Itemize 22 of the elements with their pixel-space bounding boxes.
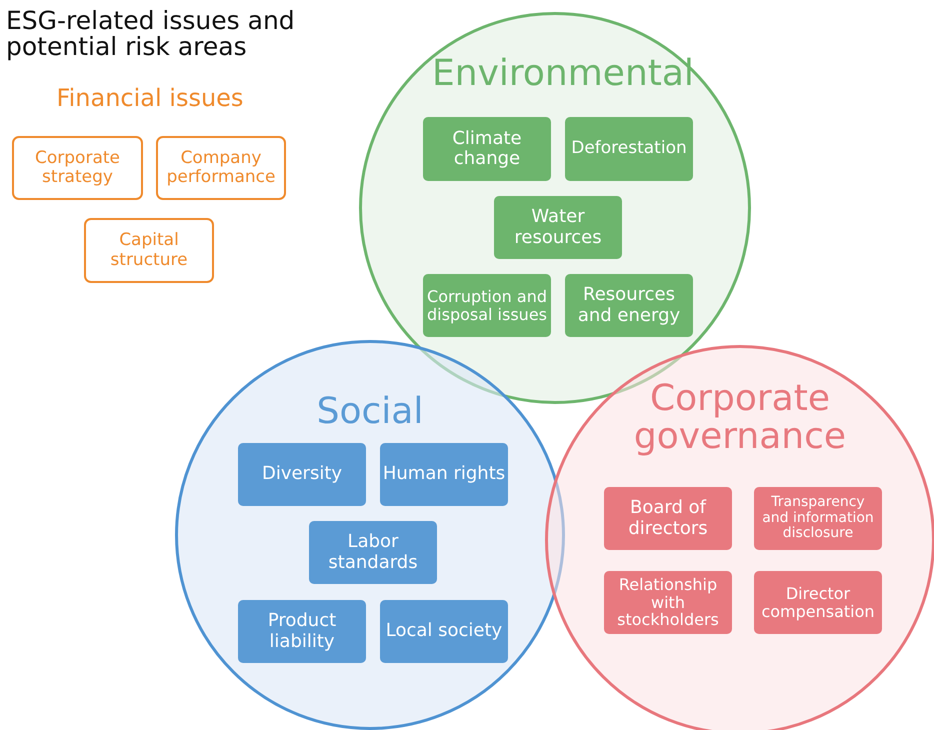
- issue-box: Deforestation: [565, 117, 693, 181]
- issue-box: Board of directors: [604, 487, 732, 550]
- issue-box: Water resources: [494, 196, 622, 259]
- issue-box: Transparency and information disclosure: [754, 487, 882, 550]
- issue-box: Capital structure: [84, 218, 214, 283]
- group-heading: Financial issues: [56, 84, 244, 112]
- issue-box: Relationship with stockholders: [604, 571, 732, 634]
- issue-box: Corruption and disposal issues: [423, 274, 551, 337]
- issue-box: Human rights: [380, 443, 508, 506]
- diagram-title: ESG-related issues and potential risk areas: [6, 8, 296, 60]
- issue-box: Company performance: [156, 136, 286, 200]
- issue-box: Product liability: [238, 600, 366, 663]
- issue-box: Labor standards: [309, 521, 437, 584]
- issue-box: Resources and energy: [565, 274, 693, 337]
- issue-box: Local society: [380, 600, 508, 663]
- circle-heading: Corporate governance: [632, 380, 848, 456]
- issue-box: Corporate strategy: [12, 136, 143, 200]
- circle-heading: Social: [316, 393, 424, 431]
- issue-box: Diversity: [238, 443, 366, 506]
- issue-box: Climate change: [423, 117, 551, 181]
- circle-heading: Environmental: [431, 55, 695, 93]
- issue-box: Director compensation: [754, 571, 882, 634]
